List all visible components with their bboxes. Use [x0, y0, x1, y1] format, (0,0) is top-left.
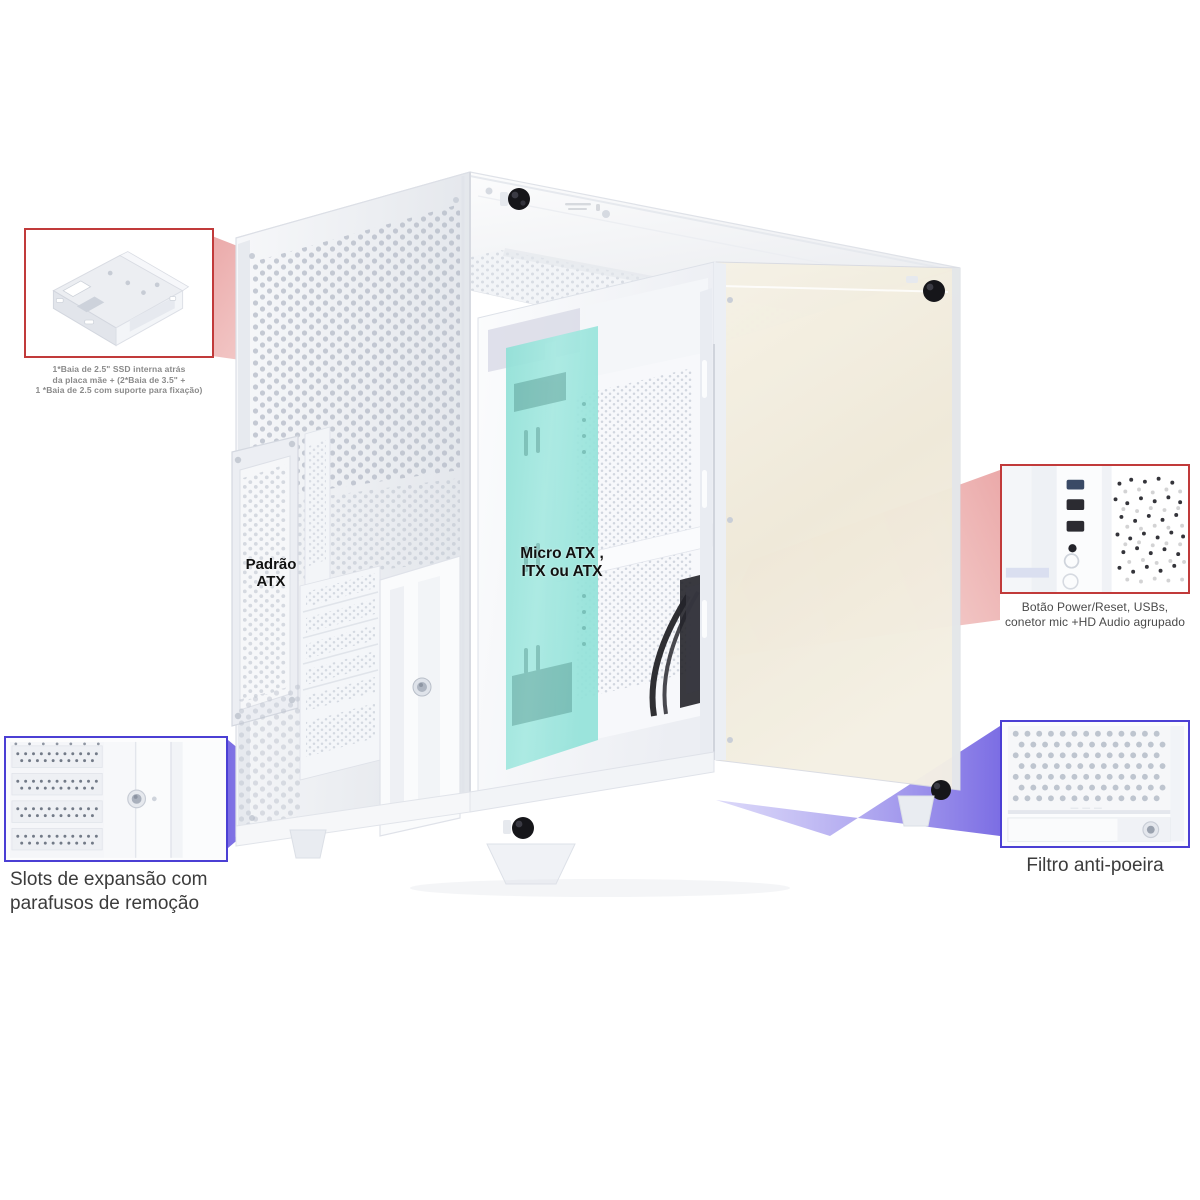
callout-drive-bays-caption: 1*Baia de 2.5" SSD interna atrás da plac… [35, 364, 203, 396]
callout-drive-bays[interactable]: 1*Baia de 2.5" SSD interna atrás da plac… [24, 228, 214, 396]
psu-bracket [231, 435, 299, 727]
motherboard-highlight [506, 326, 598, 770]
thumbscrew-bottom-right [931, 780, 951, 800]
foot-right [897, 795, 935, 827]
thumbnail-drive-cage-bracket [26, 230, 212, 356]
callout-expansion-slots-caption: Slots de expansão com parafusos de remoç… [10, 869, 208, 914]
thumbnail-dust-filter-mesh [1002, 722, 1188, 846]
callout-front-io-caption: Botão Power/Reset, USBs, conetor mic +HD… [1004, 600, 1186, 629]
foot-front [486, 843, 576, 885]
thumbscrew-top-left [500, 188, 530, 210]
callout-dust-filter-caption: Filtro anti-poeira [1026, 855, 1164, 876]
callout-front-io[interactable]: Botão Power/Reset, USBs, conetor mic +HD… [1000, 464, 1190, 630]
thumbscrew-bottom-left [503, 817, 534, 839]
thumbscrew-top-right [906, 276, 945, 302]
case-glass-side-panel [714, 261, 961, 791]
callout-front-io-frame [1000, 464, 1190, 594]
case-feet [289, 795, 935, 885]
expansion-slot-covers [299, 565, 381, 781]
callout-dust-filter[interactable]: Filtro anti-poeira [1000, 720, 1190, 878]
callout-dust-filter-frame [1000, 720, 1190, 848]
inline-label-psu-standard: Padrão ATX [245, 556, 297, 591]
callout-drive-bays-frame [24, 228, 214, 358]
callout-expansion-slots-frame [4, 736, 228, 862]
callout-expansion-slots[interactable]: Slots de expansão com parafusos de remoç… [4, 736, 228, 916]
inline-label-motherboard-support: Micro ATX , ITX ou ATX [520, 545, 604, 580]
thumbnail-expansion-slot-covers [6, 738, 226, 860]
thumbnail-front-io-panel [1002, 466, 1188, 592]
side-bracket-door [379, 555, 461, 837]
thumbscrews [485, 187, 951, 839]
foot-left [289, 829, 327, 859]
case-rear-panel [231, 426, 461, 840]
